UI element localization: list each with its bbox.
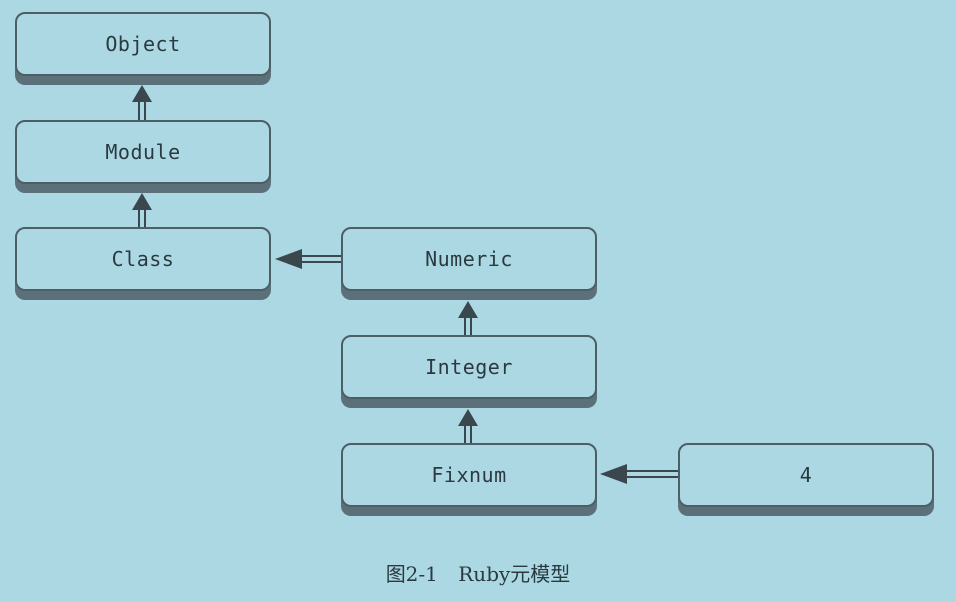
- edge-fixnum-to-integer: [464, 424, 472, 443]
- arrowhead-fixnum: [600, 464, 627, 484]
- edge-class-to-module: [138, 208, 146, 227]
- edge-four-to-fixnum: [625, 470, 678, 478]
- node-integer: Integer: [341, 335, 597, 399]
- figure-caption: 图2-1 Ruby元模型: [385, 562, 571, 586]
- arrowhead-numeric: [458, 301, 478, 318]
- node-fixnum: Fixnum: [341, 443, 597, 507]
- arrowhead-class: [275, 249, 302, 269]
- node-four: 4: [678, 443, 934, 507]
- node-class: Class: [15, 227, 271, 291]
- node-numeric: Numeric: [341, 227, 597, 291]
- edge-module-to-object: [138, 100, 146, 120]
- edge-numeric-to-class: [300, 255, 341, 263]
- node-object: Object: [15, 12, 271, 76]
- edge-integer-to-numeric: [464, 316, 472, 335]
- arrowhead-object: [132, 85, 152, 102]
- arrowhead-integer: [458, 409, 478, 426]
- arrowhead-module: [132, 193, 152, 210]
- node-module: Module: [15, 120, 271, 184]
